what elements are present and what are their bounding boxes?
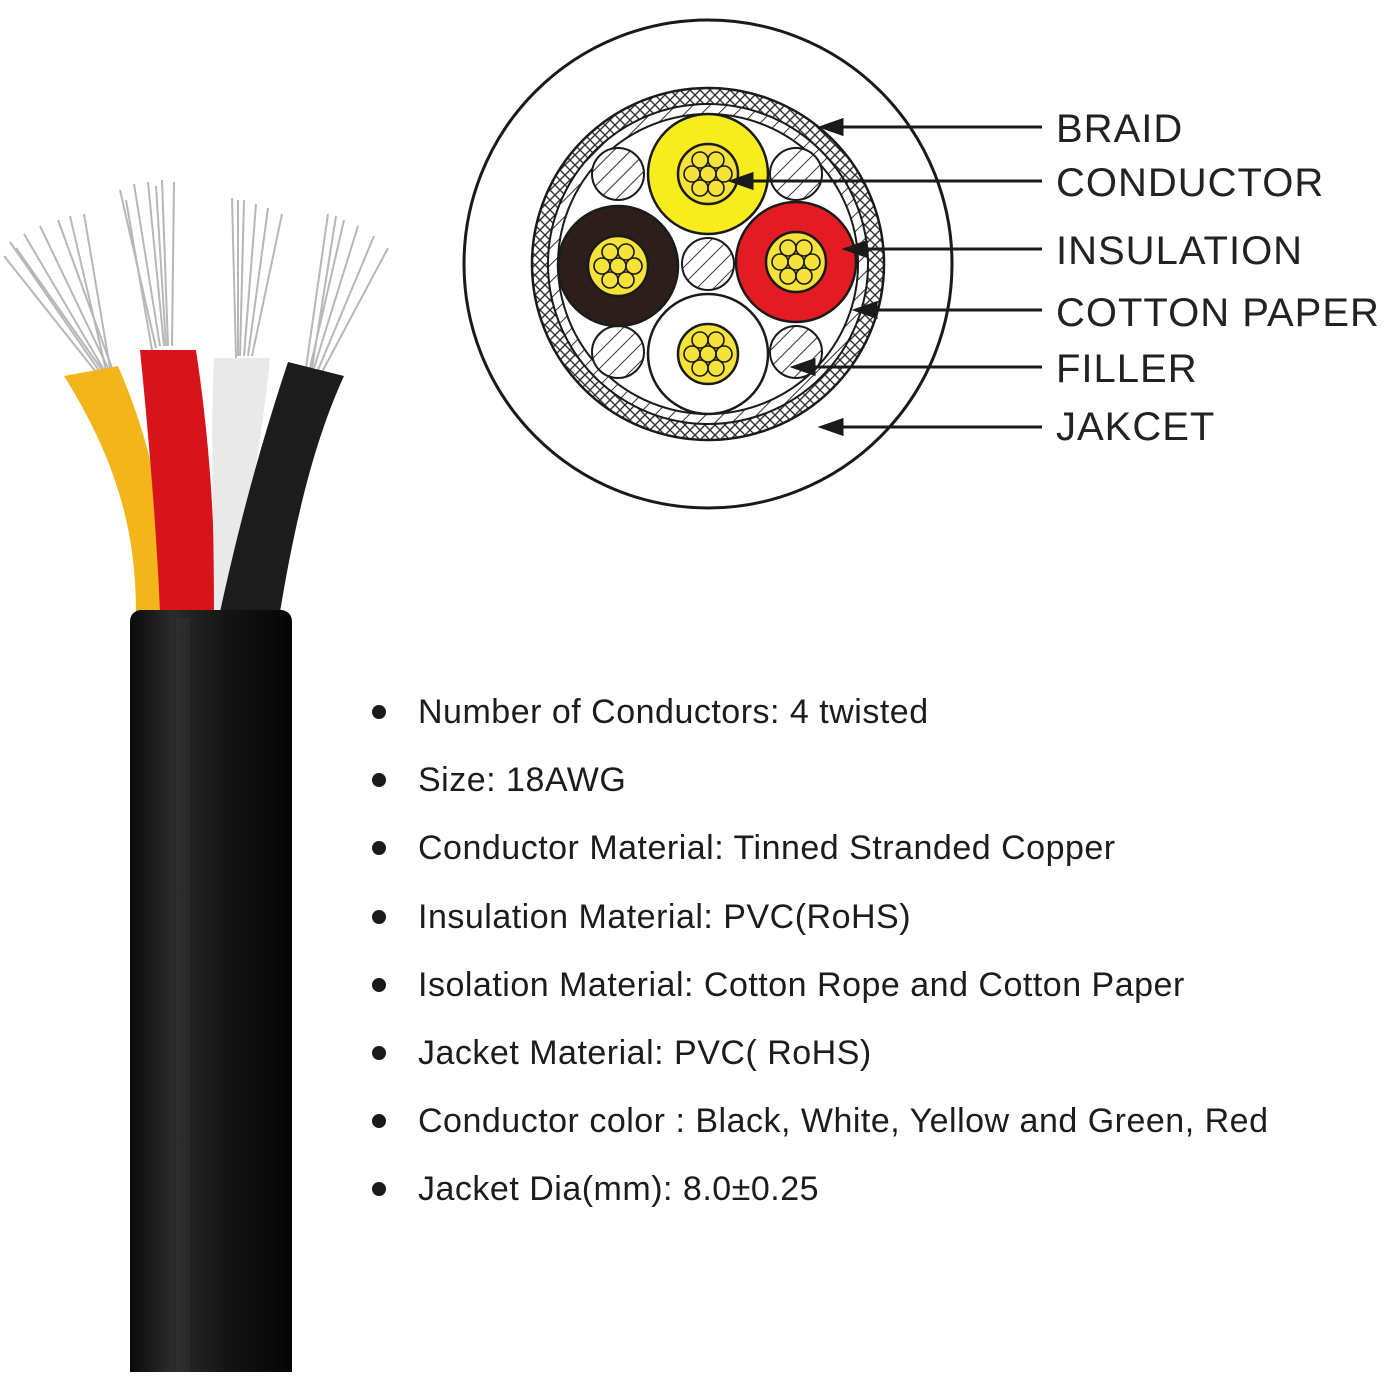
cable-photo: [3, 179, 389, 1372]
bullet-icon: [372, 1182, 386, 1197]
spec-text: Jacket Dia(mm): 8.0±0.25: [418, 1170, 820, 1209]
bullet-icon: [372, 773, 386, 788]
wire-red: [140, 350, 215, 612]
label-conductor: CONDUCTOR: [1056, 161, 1324, 205]
bullet-icon: [372, 841, 386, 856]
strands-yellow: [3, 213, 113, 373]
label-cotton-paper: COTTON PAPER: [1056, 291, 1380, 335]
spec-item: Size: 18AWG: [370, 756, 1380, 824]
wire-white: [212, 358, 270, 612]
spec-text: Conductor Material: Tinned Stranded Copp…: [418, 829, 1116, 868]
label-filler: FILLER: [1056, 347, 1198, 391]
wire-black: [220, 362, 344, 612]
cross-section-diagram: BRAID CONDUCTOR INSULATION COTTON PAPER …: [462, 18, 1380, 510]
label-jacket: JAKCET: [1056, 405, 1215, 449]
spec-item: Insulation Material: PVC(RoHS): [370, 893, 1380, 961]
bullet-icon: [372, 977, 386, 992]
strands-red: [119, 179, 175, 351]
spec-item: Jacket Material: PVC( RoHS): [370, 1029, 1380, 1097]
spec-item: Isolation Material: Cotton Rope and Cott…: [370, 961, 1380, 1029]
layer-labels: BRAID CONDUCTOR INSULATION COTTON PAPER …: [1056, 107, 1380, 449]
leader-lines: [727, 117, 1042, 437]
strands-white: [231, 197, 283, 359]
strands-black: [305, 213, 389, 373]
spec-text: Number of Conductors: 4 twisted: [418, 693, 929, 731]
spec-text: Jacket Material: PVC( RoHS): [418, 1033, 872, 1072]
spec-item: Conductor Material: Tinned Stranded Copp…: [370, 824, 1380, 892]
core-black: [556, 204, 680, 328]
spec-list: Number of Conductors: 4 twisted Size: 18…: [370, 688, 1380, 1234]
bullet-icon: [372, 1114, 386, 1129]
spec-text: Conductor color : Black, White, Yellow a…: [418, 1102, 1269, 1141]
core-yellow: [646, 112, 770, 236]
spec-item: Conductor color : Black, White, Yellow a…: [370, 1097, 1380, 1165]
wire-yellow: [64, 366, 164, 612]
label-insulation: INSULATION: [1056, 229, 1303, 273]
label-braid: BRAID: [1056, 107, 1183, 151]
core-white: [646, 292, 770, 416]
bullet-icon: [372, 1045, 386, 1060]
spec-item: Jacket Dia(mm): 8.0±0.25: [370, 1165, 1380, 1233]
spec-text: Insulation Material: PVC(RoHS): [418, 897, 912, 936]
spec-item: Number of Conductors: 4 twisted: [370, 688, 1380, 756]
bullet-icon: [372, 909, 386, 924]
cable-jacket: [130, 610, 292, 1372]
spec-text: Size: 18AWG: [418, 761, 627, 800]
spec-text: Isolation Material: Cotton Rope and Cott…: [418, 965, 1185, 1004]
core-red: [734, 200, 858, 324]
bullet-icon: [372, 705, 386, 719]
